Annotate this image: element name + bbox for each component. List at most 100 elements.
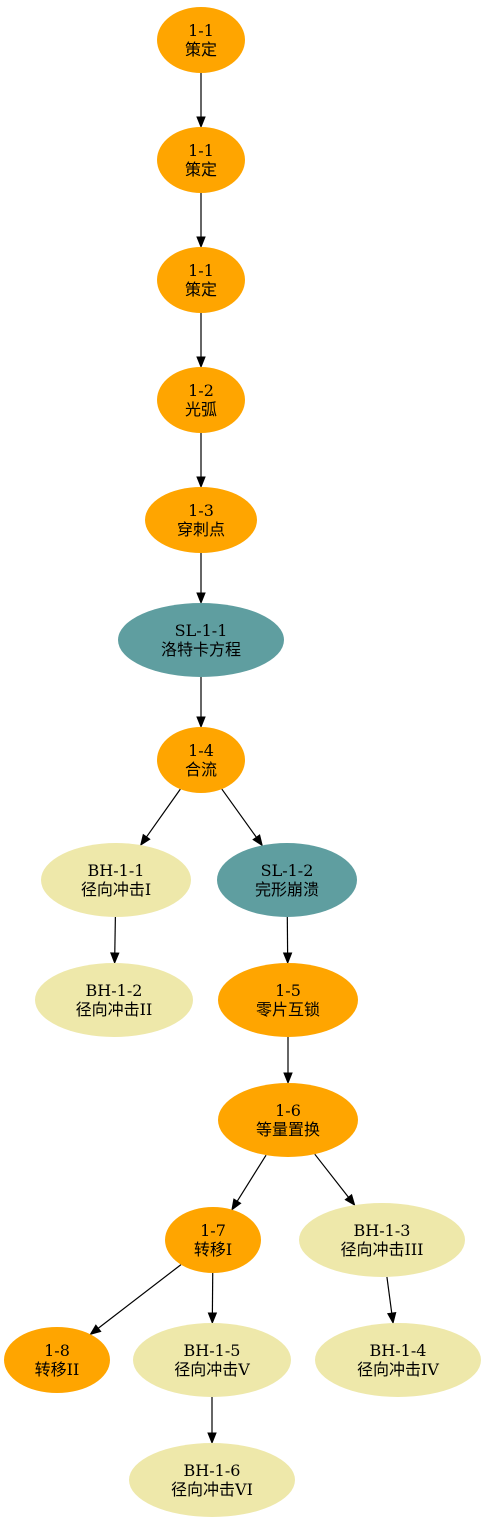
node-code-label: BH-1-2 [86,981,143,1000]
node-title-label: 转移II [35,1360,80,1379]
edge-line [114,916,116,954]
arrowhead-icon [196,236,206,249]
node-ellipse [217,843,357,917]
node-ellipse [165,1207,261,1273]
node-code-label: 1-2 [188,381,214,400]
node-ellipse [4,1327,110,1393]
node-ellipse [157,7,245,73]
node-code-label: 1-3 [188,501,214,520]
node-code-label: 1-6 [275,1101,301,1120]
node-ellipse [218,963,358,1037]
edge-n13-to-n15 [89,1264,182,1336]
arrowhead-icon [196,116,206,129]
node-code-label: 1-7 [200,1221,226,1240]
arrowhead-icon [196,356,206,369]
node-title-label: 径向冲击VI [171,1480,253,1499]
node-code-label: 1-1 [188,261,214,280]
arrowhead-icon [196,476,206,489]
node-code-label: 1-4 [188,741,214,760]
edge-n5-to-n6 [196,553,206,605]
node-title-label: 光弧 [185,400,217,419]
edge-n9-to-n11 [282,916,293,965]
node-n4: 1-2光弧 [157,367,245,433]
node-title-label: 径向冲击V [174,1360,250,1379]
node-ellipse [118,603,284,677]
node-code-label: SL-1-1 [175,621,228,640]
node-n2: 1-1策定 [157,127,245,193]
node-code-label: BH-1-4 [370,1341,427,1360]
edge-line [236,1154,267,1202]
edge-n4-to-n5 [196,433,206,489]
node-ellipse [299,1203,465,1277]
edge-n7-to-n9 [221,788,263,847]
edge-n1-to-n2 [196,73,206,129]
node-ellipse [133,1323,291,1397]
arrowhead-icon [196,716,206,729]
node-code-label: 1-5 [275,981,301,1000]
node-title-label: 径向冲击I [81,880,151,899]
edge-line [314,1153,349,1198]
node-code-label: BH-1-3 [354,1221,411,1240]
node-title-label: 径向冲击III [341,1240,424,1259]
node-ellipse [157,367,245,433]
node-n1: 1-1策定 [157,7,245,73]
arrowhead-icon [231,1198,242,1211]
node-title-label: 等量置换 [256,1120,320,1139]
node-title-label: 洛特卡方程 [161,640,241,659]
edge-n8-to-n10 [110,916,120,965]
arrowhead-icon [386,1312,397,1325]
node-code-label: BH-1-5 [184,1341,241,1360]
node-ellipse [157,127,245,193]
node-n3: 1-1策定 [157,247,245,313]
edge-line [221,788,257,838]
node-ellipse [129,1443,295,1517]
node-code-label: 1-1 [188,21,214,40]
node-title-label: 策定 [185,40,217,59]
edge-n13-to-n16 [207,1272,218,1325]
node-title-label: 完形崩溃 [255,880,319,899]
edges-layer [89,73,397,1445]
edge-line [386,1276,393,1314]
node-code-label: BH-1-1 [88,861,145,880]
node-ellipse [157,247,245,313]
node-code-label: 1-1 [188,141,214,160]
edge-n3-to-n4 [196,313,206,369]
node-code-label: 1-8 [44,1341,70,1360]
edge-n12-to-n13 [231,1154,267,1211]
arrowhead-icon [207,1312,218,1325]
node-ellipse [218,1083,358,1157]
node-title-label: 径向冲击IV [357,1360,439,1379]
arrowhead-icon [283,1072,293,1085]
node-title-label: 径向冲击II [76,1000,153,1019]
edge-n7-to-n8 [139,788,181,847]
node-code-label: SL-1-2 [261,861,314,880]
node-title-label: 合流 [185,760,217,779]
node-title-label: 转移I [194,1240,232,1259]
arrowhead-icon [110,952,120,965]
node-title-label: 策定 [185,160,217,179]
node-title-label: 穿刺点 [177,520,225,539]
node-n7: 1-4合流 [157,727,245,793]
node-ellipse [41,843,191,917]
node-title-label: 策定 [185,280,217,299]
nodes-layer: 1-1策定1-1策定1-1策定1-2光弧1-3穿刺点SL-1-1洛特卡方程1-4… [4,7,481,1517]
arrowhead-icon [89,1324,102,1336]
arrowhead-icon [139,833,151,847]
node-ellipse [35,963,193,1037]
edge-n11-to-n12 [283,1037,293,1085]
arrowhead-icon [344,1193,356,1207]
arrowhead-icon [207,1432,217,1445]
